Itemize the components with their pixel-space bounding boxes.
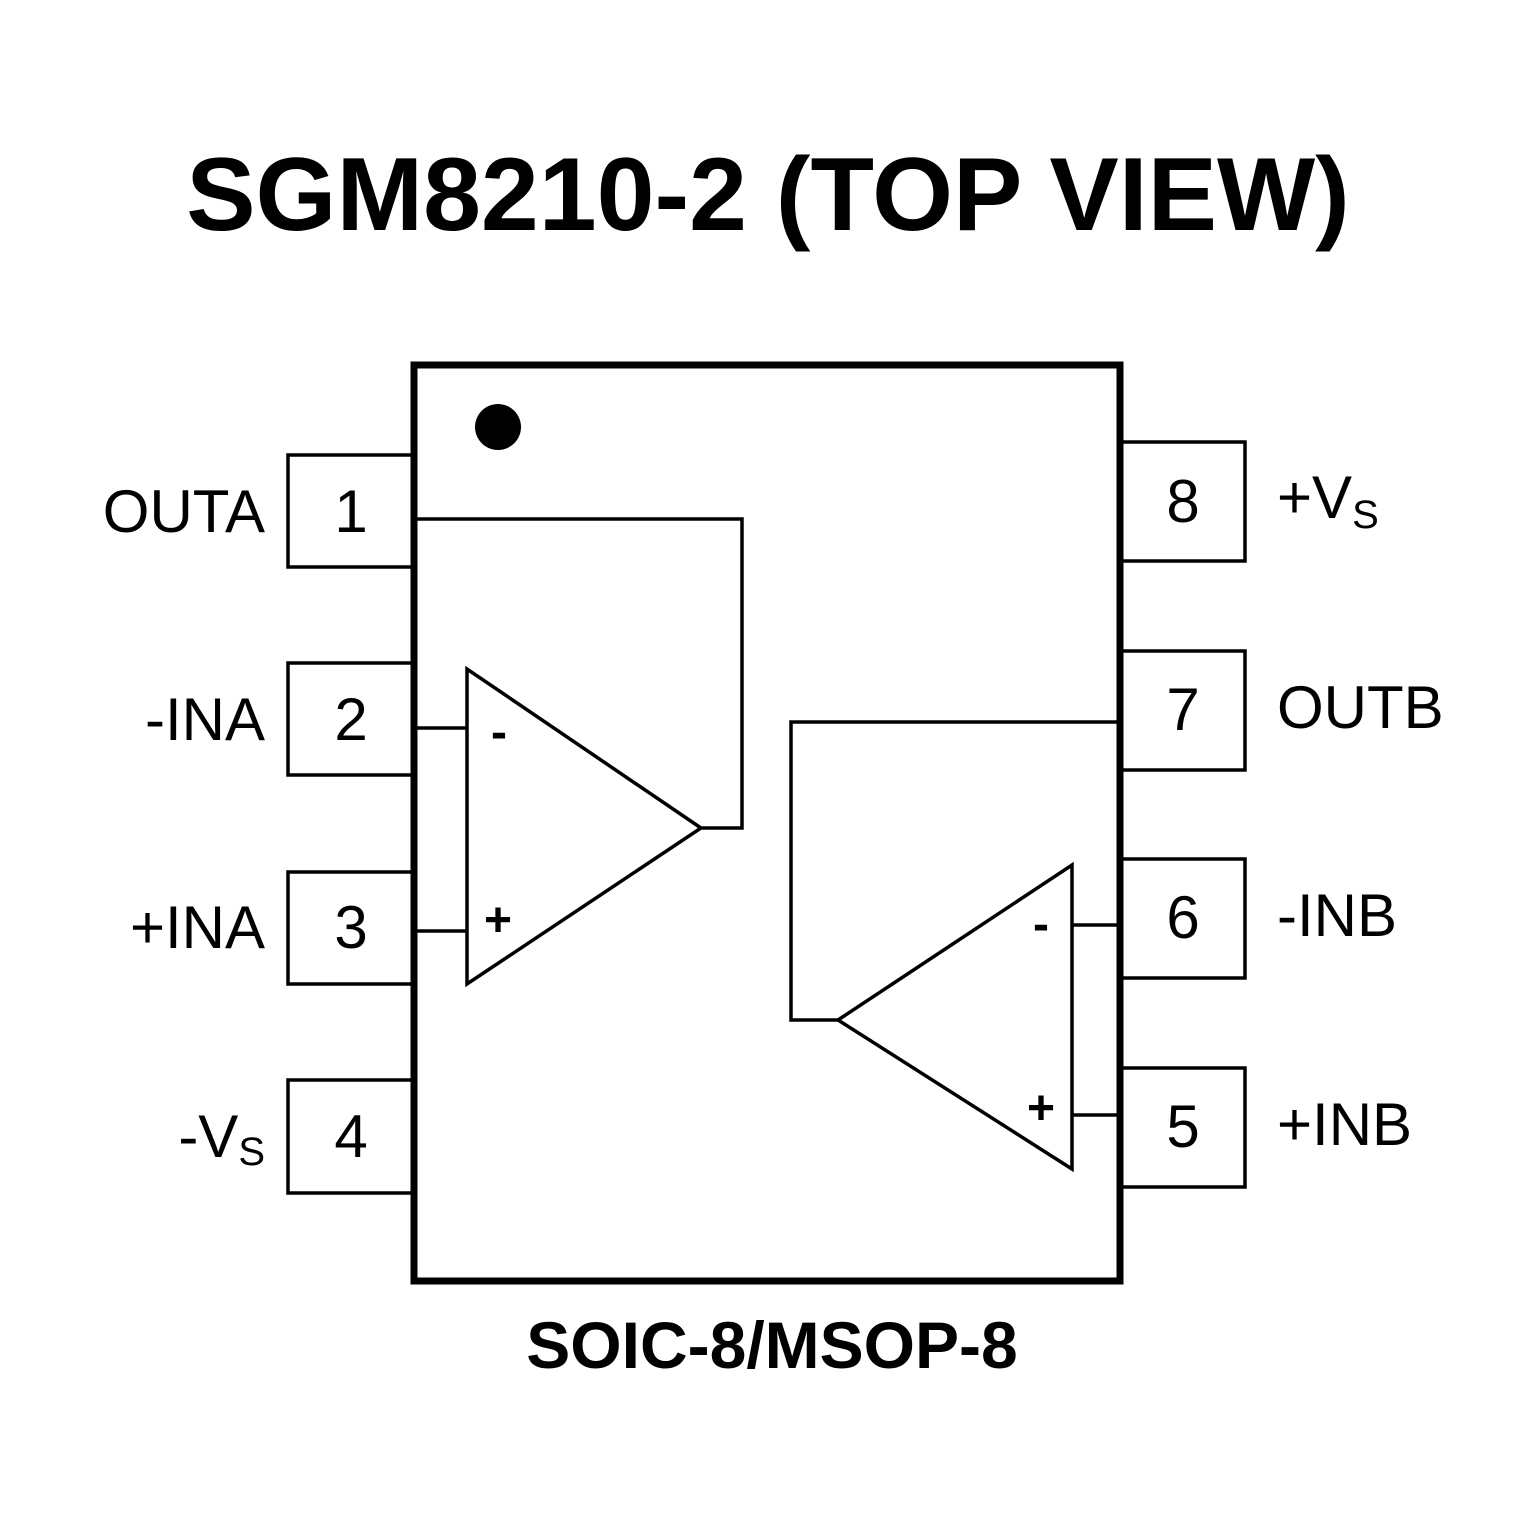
pin-3: 3 +INA [130,870,411,986]
op-amp-b-plus: + [1027,1082,1055,1135]
pin-label: -VS [178,1103,265,1174]
wire-outa [416,517,744,830]
pin-label-subscript: S [1352,493,1379,537]
pin-1: 1 OUTA [103,453,411,569]
pin-label: +INA [130,894,265,961]
pin-label-subscript: S [238,1130,265,1174]
pin-number: 4 [334,1103,367,1170]
ic-body [410,361,1124,1285]
package-label: SOIC-8/MSOP-8 [526,1308,1017,1382]
op-amp-b: - + [789,720,1118,1173]
op-amp-b-triangle [834,861,1074,1173]
pin-5: 5 +INB [1123,1066,1412,1189]
pin-label: -INB [1277,882,1397,949]
op-amp-a-plus: + [484,894,512,947]
wire-outb [789,720,1118,1022]
pin-label: OUTB [1277,674,1444,741]
op-amp-a-triangle [465,665,705,988]
pin1-indicator-dot [475,404,521,450]
pin-number: 6 [1166,884,1199,951]
pin-6: 6 -INB [1123,857,1397,980]
pin-label-main: -V [178,1103,238,1170]
pin-number: 5 [1166,1093,1199,1160]
pin-label-main: +V [1277,464,1352,531]
pin-label: +VS [1277,464,1379,537]
op-amp-a-minus: - [491,706,507,759]
pin-4: 4 -VS [178,1078,411,1195]
pin-number: 3 [334,894,367,961]
pin-number: 1 [334,478,367,545]
op-amp-b-minus: - [1033,898,1049,951]
pin-7: 7 OUTB [1123,649,1444,772]
pin-label: +INB [1277,1091,1412,1158]
pin-2: 2 -INA [145,661,411,777]
pin-number: 7 [1166,676,1199,743]
pin-8: 8 +VS [1123,440,1379,563]
pin-label: -INA [145,686,265,753]
pin-label: OUTA [103,478,265,545]
pin-number: 2 [334,686,367,753]
pin-number: 8 [1166,468,1199,535]
op-amp-a: - + [416,517,744,988]
diagram-title: SGM8210-2 (TOP VIEW) [186,137,1350,253]
